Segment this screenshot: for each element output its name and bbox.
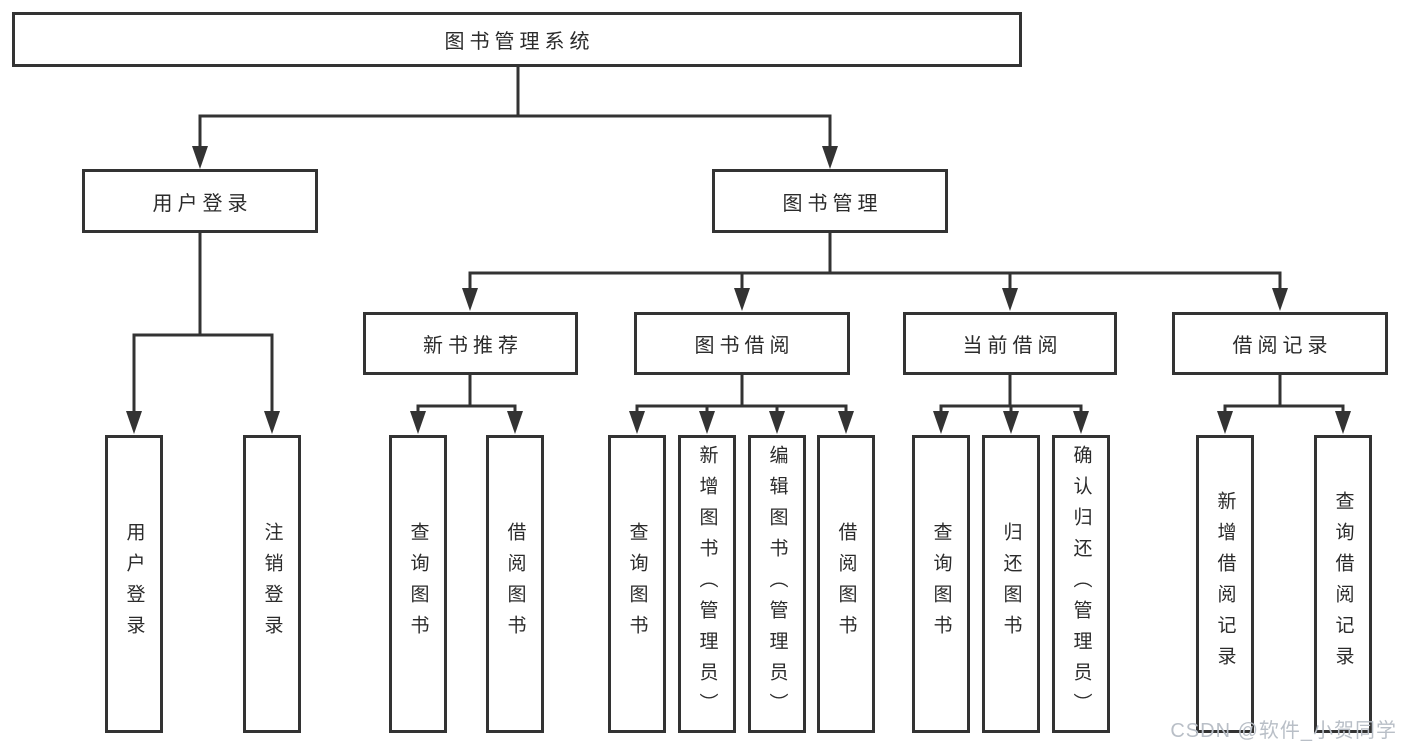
node-label: 借阅图书	[504, 522, 526, 646]
arrow-down-icon	[822, 146, 838, 169]
node-book-borrowing: 图书借阅	[634, 312, 850, 375]
csdn-watermark: CSDN @软件_小贺同学	[1170, 720, 1397, 742]
arrow-down-icon	[629, 411, 645, 434]
arrow-down-icon	[264, 411, 280, 434]
arrow-down-icon	[769, 411, 785, 434]
node-label: 确认归还（管理员）	[1070, 444, 1092, 724]
node-label: 图书借阅	[694, 335, 795, 357]
leaf-search-books-current: 查询图书	[912, 435, 970, 733]
arrow-down-icon	[1217, 411, 1233, 434]
node-label: 查询图书	[626, 522, 648, 646]
node-label: 用户登录	[123, 522, 145, 646]
node-current-borrowing: 当前借阅	[903, 312, 1117, 375]
node-library-management-system: 图书管理系统	[12, 12, 1022, 67]
node-label: 图书管理系统	[444, 31, 595, 53]
leaf-confirm-return-admin: 确认归还（管理员）	[1052, 435, 1110, 733]
arrow-down-icon	[410, 411, 426, 434]
arrow-down-icon	[838, 411, 854, 434]
node-label: 图书管理	[782, 192, 883, 215]
node-label: 新增借阅记录	[1214, 491, 1236, 677]
arrow-down-icon	[1335, 411, 1351, 434]
leaf-search-books-recommend: 查询图书	[389, 435, 447, 733]
node-borrowing-records: 借阅记录	[1172, 312, 1388, 375]
node-label: 归还图书	[1000, 522, 1022, 646]
node-label: 查询借阅记录	[1332, 491, 1354, 677]
node-label: 当前借阅	[962, 335, 1063, 357]
node-label: 新书推荐	[423, 335, 523, 357]
arrow-down-icon	[126, 411, 142, 434]
leaf-logout: 注销登录	[243, 435, 301, 733]
node-label: 用户登录	[152, 192, 253, 215]
node-label: 注销登录	[261, 522, 283, 646]
arrow-down-icon	[699, 411, 715, 434]
arrow-down-icon	[507, 411, 523, 434]
node-new-book-recommendation: 新书推荐	[363, 312, 578, 375]
node-label: 查询图书	[930, 522, 952, 646]
node-label: 借阅记录	[1232, 335, 1333, 357]
arrow-down-icon	[1073, 411, 1089, 434]
leaf-return-book: 归还图书	[982, 435, 1040, 733]
node-label: 编辑图书（管理员）	[766, 444, 788, 724]
node-label: 查询图书	[407, 522, 429, 646]
node-user-login-branch: 用户登录	[82, 169, 318, 233]
arrow-down-icon	[192, 146, 208, 169]
node-label: 借阅图书	[835, 522, 857, 646]
leaf-edit-book-admin: 编辑图书（管理员）	[748, 435, 806, 733]
leaf-borrow-books-recommend: 借阅图书	[486, 435, 544, 733]
node-label: 新增图书（管理员）	[696, 444, 718, 724]
leaf-search-books-borrowing: 查询图书	[608, 435, 666, 733]
leaf-add-book-admin: 新增图书（管理员）	[678, 435, 736, 733]
arrow-down-icon	[1002, 288, 1018, 311]
arrow-down-icon	[1272, 288, 1288, 311]
node-book-management-branch: 图书管理	[712, 169, 948, 233]
leaf-borrow-books: 借阅图书	[817, 435, 875, 733]
arrow-down-icon	[1003, 411, 1019, 434]
leaf-user-login: 用户登录	[105, 435, 163, 733]
arrow-down-icon	[734, 288, 750, 311]
arrow-down-icon	[462, 288, 478, 311]
arrow-down-icon	[933, 411, 949, 434]
leaf-search-borrow-record: 查询借阅记录	[1314, 435, 1372, 733]
leaf-add-borrow-record: 新增借阅记录	[1196, 435, 1254, 733]
